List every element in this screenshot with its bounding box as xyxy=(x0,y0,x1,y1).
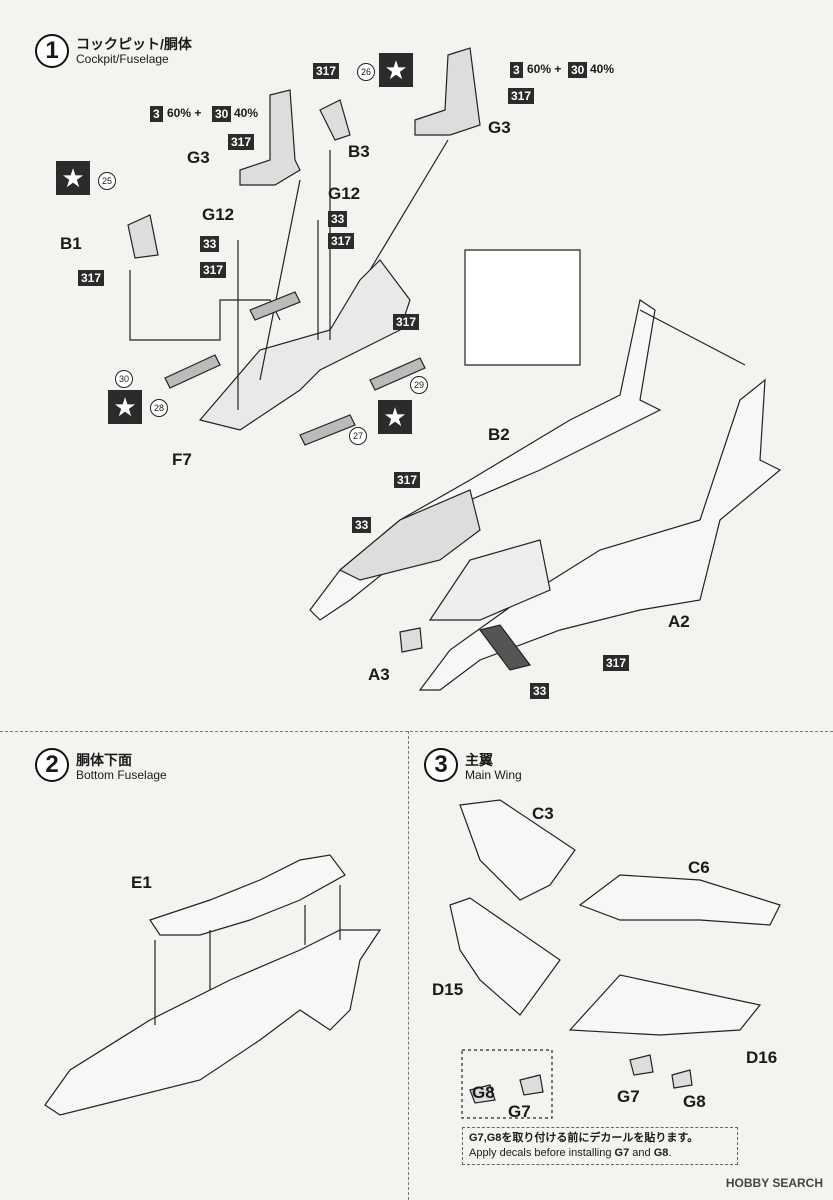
step-2-title-jp: 胴体下面 xyxy=(76,752,132,768)
paint-code-317: 317 xyxy=(603,655,630,671)
decal-number-28: 28 xyxy=(150,399,168,417)
watermark: HOBBY SEARCH xyxy=(725,1176,823,1190)
decal-number-27: 27 xyxy=(349,427,367,445)
note-en-and: and xyxy=(629,1147,654,1159)
paint-code-33: 33 xyxy=(530,683,550,699)
part-label-g3: G3 xyxy=(187,148,210,167)
installed-seats xyxy=(428,539,551,621)
fuselage-half-a2 xyxy=(418,378,782,691)
bottom-fuselage-assembly xyxy=(44,929,382,1116)
seat-g3-right xyxy=(414,47,481,136)
paint-mix-percent: 60% + xyxy=(167,106,202,120)
part-label-c3: C3 xyxy=(532,804,554,823)
part-label-g7: G7 xyxy=(617,1087,640,1106)
paint-code-3: 3 xyxy=(150,106,163,122)
paint-code-317: 317 xyxy=(200,262,227,278)
part-label-g3: G3 xyxy=(488,118,511,137)
paint-code-317: 317 xyxy=(228,134,255,150)
step-1-number: 1 xyxy=(35,34,69,68)
star-marking-icon: ★ xyxy=(108,390,142,424)
part-label-g12: G12 xyxy=(328,184,361,203)
paint-code-3: 3 xyxy=(510,62,523,78)
paint-code-33: 33 xyxy=(352,517,372,533)
part-label-f7: F7 xyxy=(172,450,192,469)
section-divider-horizontal xyxy=(0,731,833,732)
step-3-title-en: Main Wing xyxy=(465,768,522,782)
wing-part-c6 xyxy=(578,874,781,926)
decal-number-26: 26 xyxy=(357,63,375,81)
cockpit-tub-f7 xyxy=(198,259,411,431)
paint-code-33: 33 xyxy=(328,211,348,227)
decal-note-en: Apply decals before installing G7 and G8… xyxy=(469,1146,731,1161)
step-1-title-jp: コックピット/胴体 xyxy=(76,36,192,52)
decal-note: G7,G8を取り付ける前にデカールを貼ります。 Apply decals bef… xyxy=(462,1127,738,1165)
part-label-a3: A3 xyxy=(368,665,390,684)
step-2-title-en: Bottom Fuselage xyxy=(76,768,167,782)
decal-note-jp: G7,G8を取り付ける前にデカールを貼ります。 xyxy=(469,1132,699,1144)
part-b1 xyxy=(127,214,159,259)
step-3-number: 3 xyxy=(424,748,458,782)
paint-code-33: 33 xyxy=(200,236,220,252)
part-label-d15: D15 xyxy=(432,980,464,999)
part-label-d16: D16 xyxy=(746,1048,778,1067)
star-marking-icon: ★ xyxy=(56,161,90,195)
note-en-g8: G8 xyxy=(653,1147,669,1159)
star-marking-icon: ★ xyxy=(379,53,413,87)
paint-mix-percent2: 40% xyxy=(234,106,259,120)
paint-mix-percent2: 40% xyxy=(590,62,615,76)
step-3-title-jp: 主翼 xyxy=(465,752,493,768)
paint-code-30: 30 xyxy=(212,106,232,122)
seat-g3-left xyxy=(239,89,301,186)
decal-number-29: 29 xyxy=(410,376,428,394)
decal-number-30: 30 xyxy=(115,370,133,388)
wing-part-c3 xyxy=(459,799,576,901)
part-label-g12: G12 xyxy=(202,205,235,224)
wing-part-d15 xyxy=(449,897,561,1016)
part-label-g8: G8 xyxy=(472,1083,495,1102)
part-label-b1: B1 xyxy=(60,234,82,253)
paint-code-317: 317 xyxy=(313,63,340,79)
part-b3 xyxy=(319,99,351,141)
part-label-g8: G8 xyxy=(683,1092,706,1111)
part-label-a2: A2 xyxy=(668,612,690,631)
part-a3 xyxy=(399,627,423,653)
step-2-number: 2 xyxy=(35,748,69,782)
paint-code-317: 317 xyxy=(328,233,355,249)
paint-code-30: 30 xyxy=(568,62,588,78)
note-en-g7: G7 xyxy=(614,1147,630,1159)
part-label-g7: G7 xyxy=(508,1102,531,1121)
part-label-c6: C6 xyxy=(688,858,710,877)
paint-mix-percent: 60% + xyxy=(527,62,562,76)
step-1-title-en: Cockpit/Fuselage xyxy=(76,52,169,66)
paint-code-317: 317 xyxy=(508,88,535,104)
star-marking-icon: ★ xyxy=(378,400,412,434)
note-en-suffix: . xyxy=(668,1147,672,1159)
paint-code-317: 317 xyxy=(78,270,105,286)
part-e1 xyxy=(149,854,346,936)
note-en-prefix: Apply decals before installing xyxy=(469,1147,615,1159)
paint-code-317: 317 xyxy=(394,472,421,488)
part-label-b3: B3 xyxy=(348,142,370,161)
wing-part-d16 xyxy=(568,974,762,1036)
decal-number-25: 25 xyxy=(98,172,116,190)
part-label-e1: E1 xyxy=(131,873,152,892)
paint-code-317: 317 xyxy=(393,314,420,330)
part-label-b2: B2 xyxy=(488,425,510,444)
section-divider-vertical xyxy=(408,731,409,1200)
